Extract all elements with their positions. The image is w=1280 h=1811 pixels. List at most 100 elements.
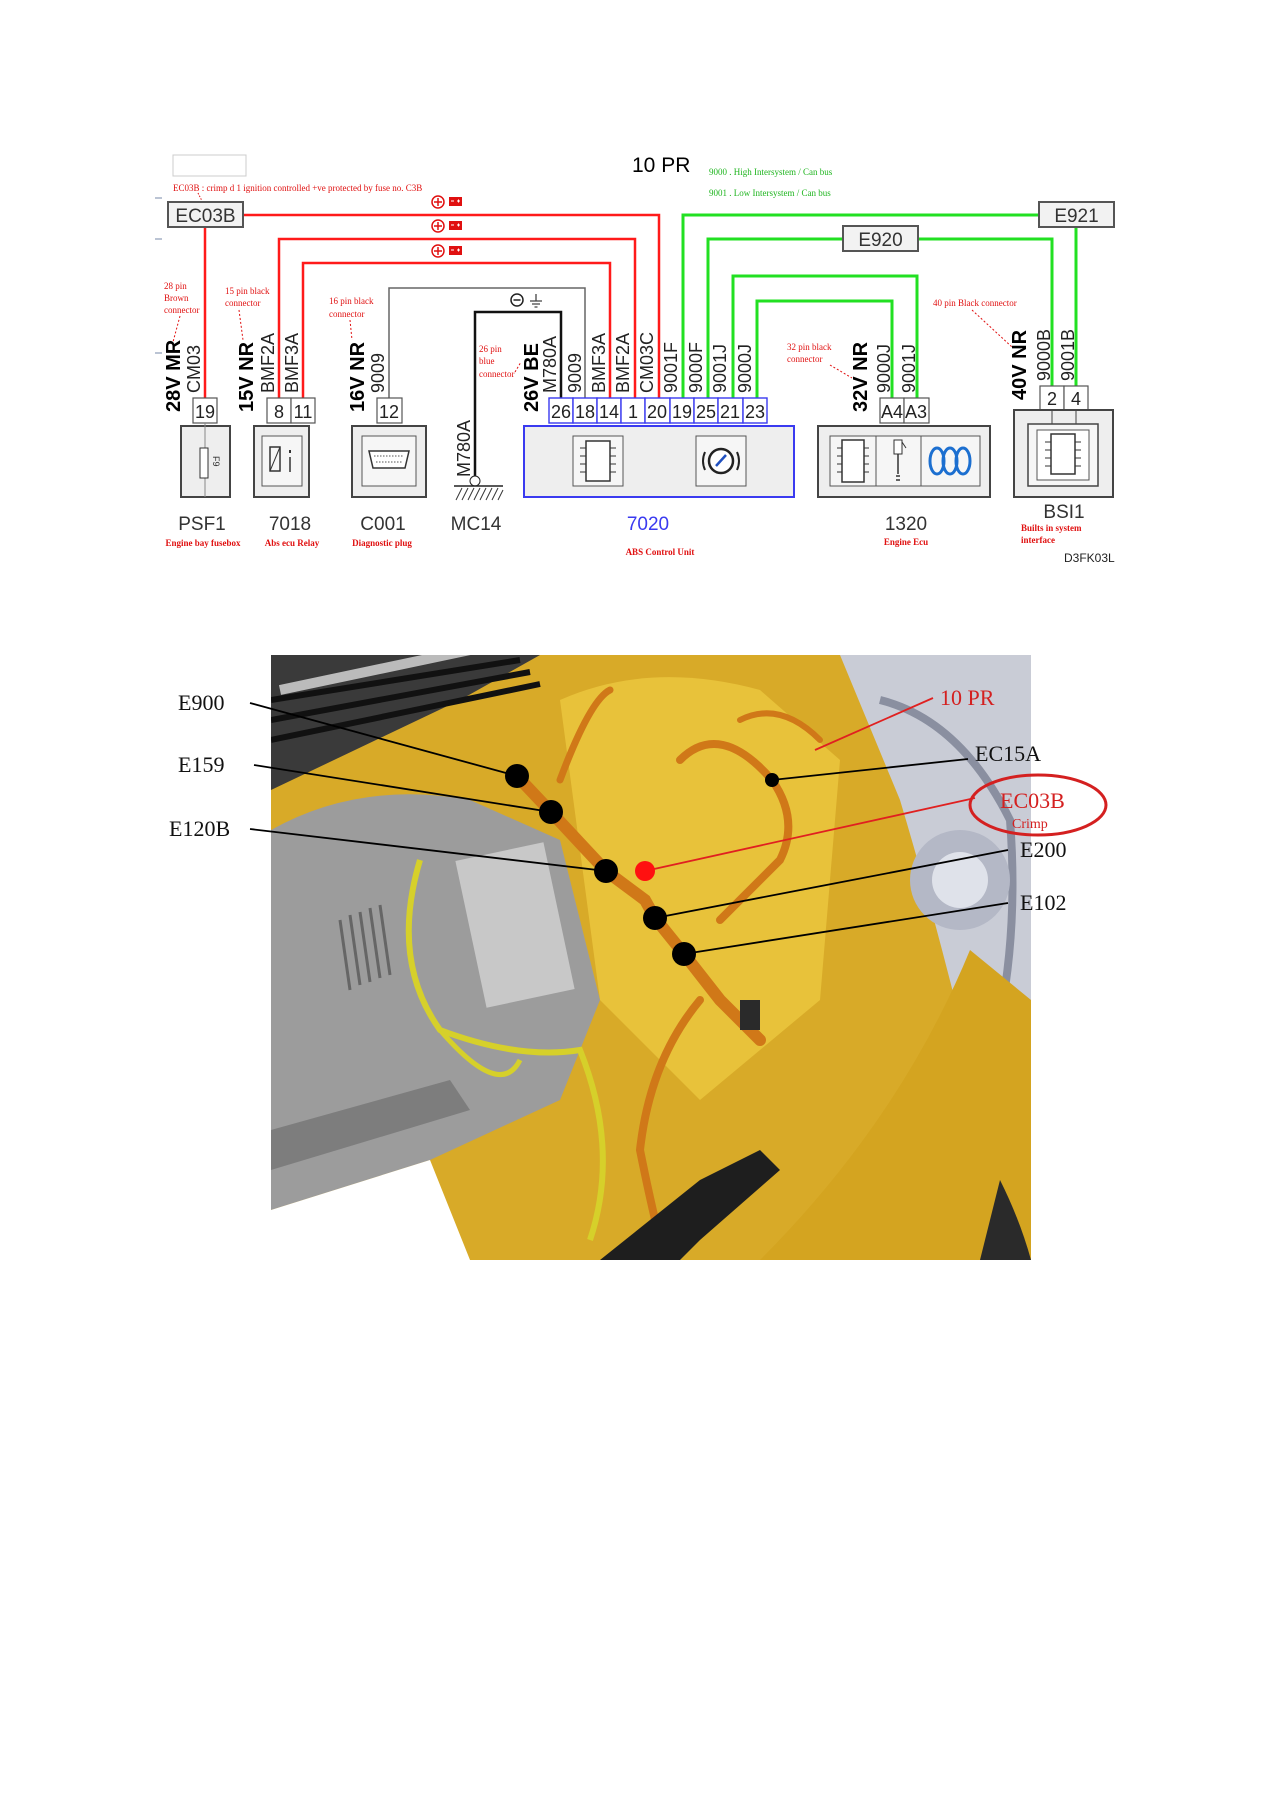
- wire-label: 9009: [565, 353, 585, 393]
- pin: A3: [905, 402, 927, 422]
- wire-label: 9009: [368, 353, 388, 393]
- marker-e159[interactable]: [539, 800, 563, 824]
- fuse-icon: [199, 447, 209, 479]
- label-crimp: Crimp: [1012, 817, 1048, 832]
- component-desc: Engine bay fusebox: [165, 538, 241, 548]
- note-7018: 15 pin black: [225, 286, 270, 296]
- pin: 14: [599, 402, 619, 422]
- note-psf1: 28 pin: [164, 281, 187, 291]
- chip-icon: [837, 439, 869, 483]
- wire-label: 9000F: [686, 342, 706, 393]
- diagnostic-port-icon: [368, 450, 410, 469]
- component-mc14[interactable]: [454, 475, 504, 501]
- connector-c001: 16V NR: [347, 341, 369, 412]
- marker-ec15a[interactable]: [765, 773, 779, 787]
- wire-cm03c: [243, 213, 661, 398]
- ec03b-highlight-ellipse: [968, 773, 1108, 837]
- note-7020: connector: [479, 369, 514, 379]
- note-1320: 32 pin black: [787, 342, 832, 352]
- pin: 8: [274, 402, 284, 422]
- splice-ec03b-label: EC03B: [175, 206, 235, 227]
- connector-notes: 28 pin Brown connector 15 pin black conn…: [164, 281, 1017, 379]
- pin-cells-7020: [548, 397, 768, 424]
- pin: 23: [745, 402, 765, 422]
- ignition-coil-icon: [928, 446, 972, 476]
- pin: 25: [696, 402, 716, 422]
- note-7020: 26 pin: [479, 344, 502, 354]
- component-ref: C001: [360, 514, 405, 535]
- pin-numbers: 19 8 11 12 26 18 14 1 20 19 25 21 23 A4 …: [195, 389, 1081, 422]
- component-ref: PSF1: [178, 514, 226, 535]
- note-leader: [197, 192, 203, 202]
- component-ref: BSI1: [1043, 502, 1084, 523]
- marker-e200[interactable]: [643, 906, 667, 930]
- component-desc: Engine Ecu: [884, 537, 928, 547]
- wire-bmf2a: [277, 237, 637, 398]
- can-wires: [681, 213, 1078, 398]
- wire-9000f: [706, 237, 843, 398]
- marker-ec03b[interactable]: [635, 861, 655, 881]
- pin: 19: [672, 402, 692, 422]
- note-c001: 16 pin black: [329, 296, 374, 306]
- note-psf1: connector: [164, 305, 199, 315]
- component-psf1[interactable]: F9: [180, 423, 231, 498]
- chip-icon: [1036, 429, 1090, 481]
- power-wires: [203, 213, 661, 398]
- note-7018: connector: [225, 298, 260, 308]
- wire-9001f: [681, 213, 1039, 398]
- connector-1320: 32V NR: [850, 341, 872, 412]
- wire-9000b: [918, 237, 1054, 386]
- blank-title-box: [172, 154, 247, 177]
- wire-m780a: [473, 310, 563, 476]
- diagram-title: 10 PR: [632, 154, 690, 177]
- splice-ec03b[interactable]: EC03B: [167, 201, 244, 228]
- component-desc: Builts in system: [1021, 523, 1082, 533]
- legend-low-can: 9001 . Low Intersystem / Can bus: [709, 188, 831, 198]
- splice-e921-label: E921: [1054, 206, 1098, 227]
- wire-label: BMF3A: [282, 333, 302, 393]
- splice-e921[interactable]: E921: [1038, 201, 1115, 228]
- component-desc: ABS Control Unit: [626, 547, 695, 557]
- wire-label: 9000J: [735, 344, 755, 393]
- pin: 11: [294, 402, 313, 422]
- component-desc: Abs ecu Relay: [265, 538, 320, 548]
- pin: 20: [647, 402, 667, 422]
- wire-9000j: [755, 299, 894, 398]
- component-desc: Diagnostic plug: [352, 538, 412, 548]
- injector-icon: [893, 439, 907, 481]
- ground-point-icon: [469, 475, 481, 487]
- battery-plus-icon: [431, 195, 462, 209]
- marker-e102[interactable]: [672, 942, 696, 966]
- marker-e120b[interactable]: [594, 859, 618, 883]
- pin: 2: [1047, 389, 1057, 409]
- battery-plus-icon: [431, 244, 462, 258]
- component-c001[interactable]: [351, 425, 427, 498]
- wire-label: 9000J: [874, 344, 894, 393]
- pin: 12: [379, 402, 399, 422]
- wire-label: 9001J: [899, 344, 919, 393]
- photo-labels: E900 E159 E120B 10 PR EC15A EC03B Crimp …: [169, 685, 1066, 915]
- component-bsi1[interactable]: [1013, 409, 1114, 498]
- wire-label: BMF2A: [613, 333, 633, 393]
- component-ref: 7020: [627, 514, 669, 535]
- splice-e920[interactable]: E920: [842, 225, 919, 252]
- pin: A4: [881, 402, 903, 422]
- legend-high-can: 9000 . High Intersystem / Can bus: [709, 167, 833, 177]
- component-1320[interactable]: [817, 425, 991, 498]
- wire-label: CM03C: [637, 332, 657, 393]
- label-e200: E200: [1020, 837, 1066, 862]
- label-ec15a: EC15A: [975, 741, 1041, 766]
- wire-label: 9001B: [1058, 329, 1078, 381]
- label-e159: E159: [178, 752, 224, 777]
- component-7020[interactable]: [523, 425, 795, 498]
- component-7018[interactable]: [253, 425, 310, 498]
- component-ref: 7018: [269, 514, 311, 535]
- component-ref: 1320: [885, 514, 927, 535]
- note-1320: connector: [787, 354, 822, 364]
- marker-e900[interactable]: [505, 764, 529, 788]
- component-ref: MC14: [451, 514, 502, 535]
- note-bsi1: 40 pin Black connector: [933, 298, 1017, 308]
- engine-bay-photo: [271, 655, 1031, 1260]
- pin: 1: [628, 402, 638, 422]
- pin: 19: [195, 402, 215, 422]
